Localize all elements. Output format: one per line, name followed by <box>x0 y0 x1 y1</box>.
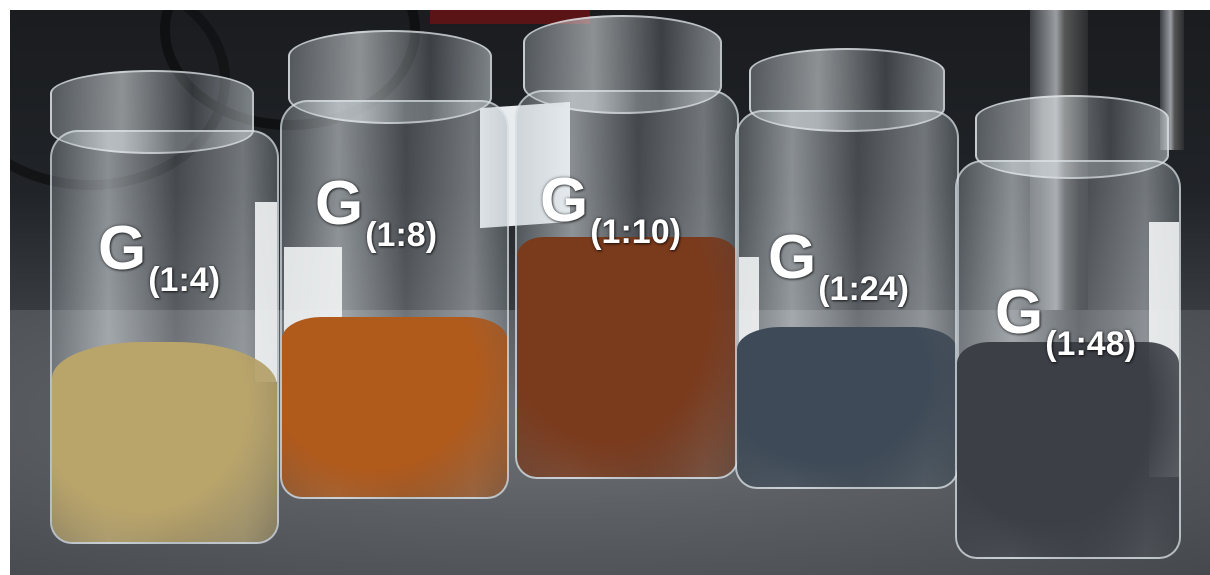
label-letter: G <box>98 214 147 283</box>
vial-label-2: G(1:8) <box>315 173 437 253</box>
background-red-object <box>430 10 590 24</box>
label-ratio: (1:10) <box>590 213 681 251</box>
label-letter: G <box>540 166 589 235</box>
powder-sample <box>957 342 1179 557</box>
label-ratio: (1:4) <box>148 261 221 299</box>
photo: G(1:4) G(1:8) G(1:10) G(1:24) G(1:48) <box>10 10 1210 575</box>
label-ratio: (1:24) <box>818 270 909 308</box>
powder-sample <box>52 342 277 542</box>
vial-3 <box>515 15 740 485</box>
vial-label-1: G(1:4) <box>98 218 220 298</box>
label-ratio: (1:8) <box>365 216 438 254</box>
powder-sample <box>517 237 737 477</box>
label-letter: G <box>315 169 364 238</box>
vial-4 <box>735 48 960 493</box>
vial-1 <box>50 70 285 550</box>
powder-sample <box>282 317 507 497</box>
vial-body <box>280 100 509 499</box>
vial-label-5: G(1:48) <box>995 282 1136 362</box>
vial-body <box>50 130 279 544</box>
vial-body <box>515 90 739 479</box>
vial-body <box>955 160 1181 559</box>
vial-2 <box>280 30 510 510</box>
label-letter: G <box>768 223 817 292</box>
vial-body <box>735 110 959 489</box>
powder-sample <box>737 327 957 487</box>
label-ratio: (1:48) <box>1045 325 1136 363</box>
vial-label-4: G(1:24) <box>768 227 909 307</box>
label-letter: G <box>995 278 1044 347</box>
vial-5 <box>955 95 1181 565</box>
vial-sticker <box>255 202 277 382</box>
vial-label-3: G(1:10) <box>540 170 681 250</box>
